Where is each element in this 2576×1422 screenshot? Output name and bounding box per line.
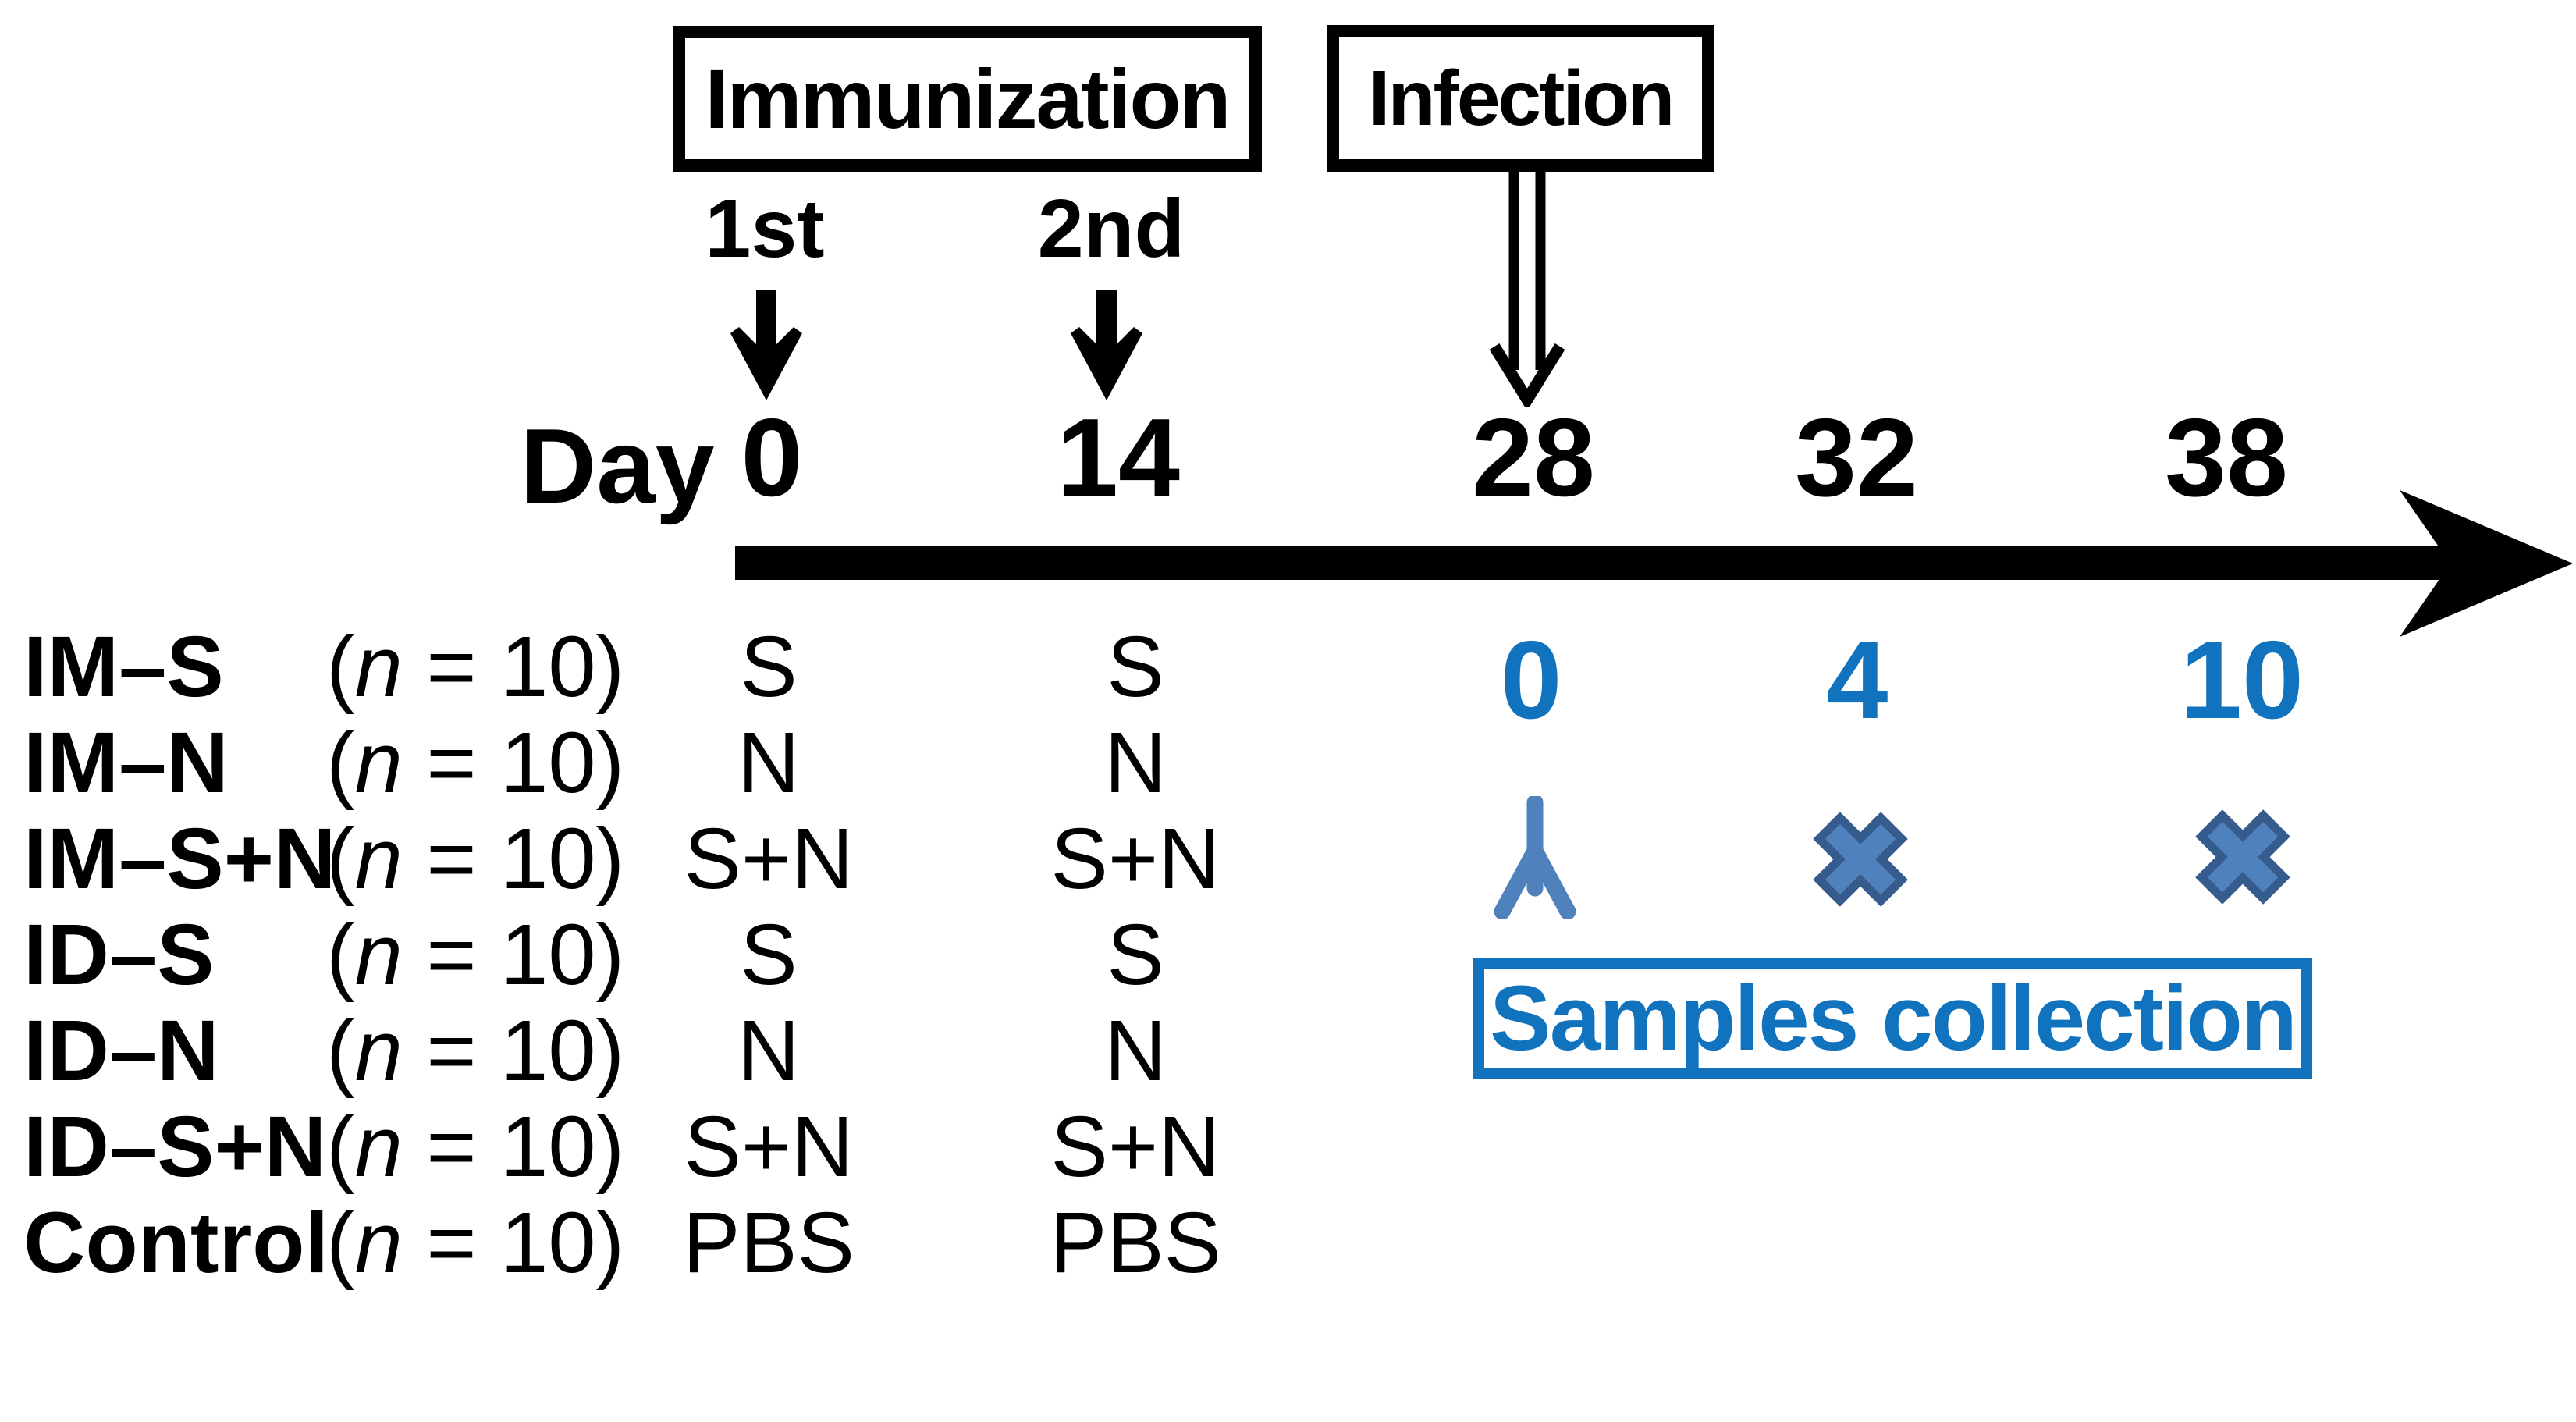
samples-collection-box: Samples collection [1473,958,2312,1079]
group-row: ID–N (n = 10) N N [0,1008,2576,1094]
timeline-arrow [735,490,2573,637]
hollow-down-arrow-icon [1489,165,1565,407]
dose-day14: S+N [1050,1099,1220,1195]
down-arrow-icon [730,290,802,400]
immunization-label: Immunization [705,52,1231,146]
dose-day0: PBS [682,1195,855,1291]
immunization-box: Immunization [673,26,1262,172]
group-row: IM–S (n = 10) S S [0,624,2576,710]
group-n: (n = 10) [326,619,625,715]
day-tick-28: 28 [1472,396,1595,520]
day-tick-0: 0 [741,396,803,520]
day-tick-14: 14 [1057,396,1180,520]
group-row: IM–S+N (n = 10) S+N S+N [0,816,2576,902]
dose-day14: S+N [1050,811,1220,907]
day-word: Day [520,407,715,525]
group-n: (n = 10) [326,1195,625,1291]
second-immunization-label: 2nd [1037,183,1185,275]
dose-day0: S [740,619,798,715]
dose-day0: S+N [684,811,854,907]
x-mark-icon [2195,809,2290,905]
group-n: (n = 10) [326,811,625,907]
group-n: (n = 10) [326,907,625,1003]
group-name: ID–N [23,1003,219,1099]
group-n: (n = 10) [326,715,625,811]
dose-day14: N [1104,715,1167,811]
group-name: IM–S+N [23,811,336,907]
group-name: IM–N [23,715,229,811]
post-infection-day-0: 0 [1500,618,1562,742]
dose-day14: S [1107,907,1164,1003]
day-tick-38: 38 [2165,396,2288,520]
group-n: (n = 10) [326,1099,625,1195]
post-infection-day-4: 4 [1826,618,1888,742]
infection-label: Infection [1368,54,1675,142]
infection-box: Infection [1327,25,1714,172]
group-row: IM–N (n = 10) N N [0,720,2576,806]
post-infection-day-10: 10 [2180,618,2304,742]
dose-day0: N [737,1003,800,1099]
dose-day14: S [1107,619,1164,715]
dose-day0: S+N [684,1099,854,1195]
group-n: (n = 10) [326,1003,625,1099]
day-tick-32: 32 [1795,396,1918,520]
dose-day0: N [737,715,800,811]
group-row: ID–S+N (n = 10) S+N S+N [0,1104,2576,1190]
x-mark-icon [1813,812,1908,907]
dose-day14: N [1104,1003,1167,1099]
first-immunization-label: 1st [705,183,825,275]
dose-day0: S [740,907,798,1003]
group-name: Control [23,1195,329,1291]
group-name: ID–S [23,907,215,1003]
group-name: ID–S+N [23,1099,327,1195]
down-arrow-icon [1071,290,1142,400]
group-row: ID–S (n = 10) S S [0,912,2576,998]
blue-down-arrow-icon [1494,796,1576,919]
group-row: Control (n = 10) PBS PBS [0,1200,2576,1286]
dose-day14: PBS [1049,1195,1222,1291]
group-name: IM–S [23,619,224,715]
samples-collection-label: Samples collection [1490,966,2297,1070]
